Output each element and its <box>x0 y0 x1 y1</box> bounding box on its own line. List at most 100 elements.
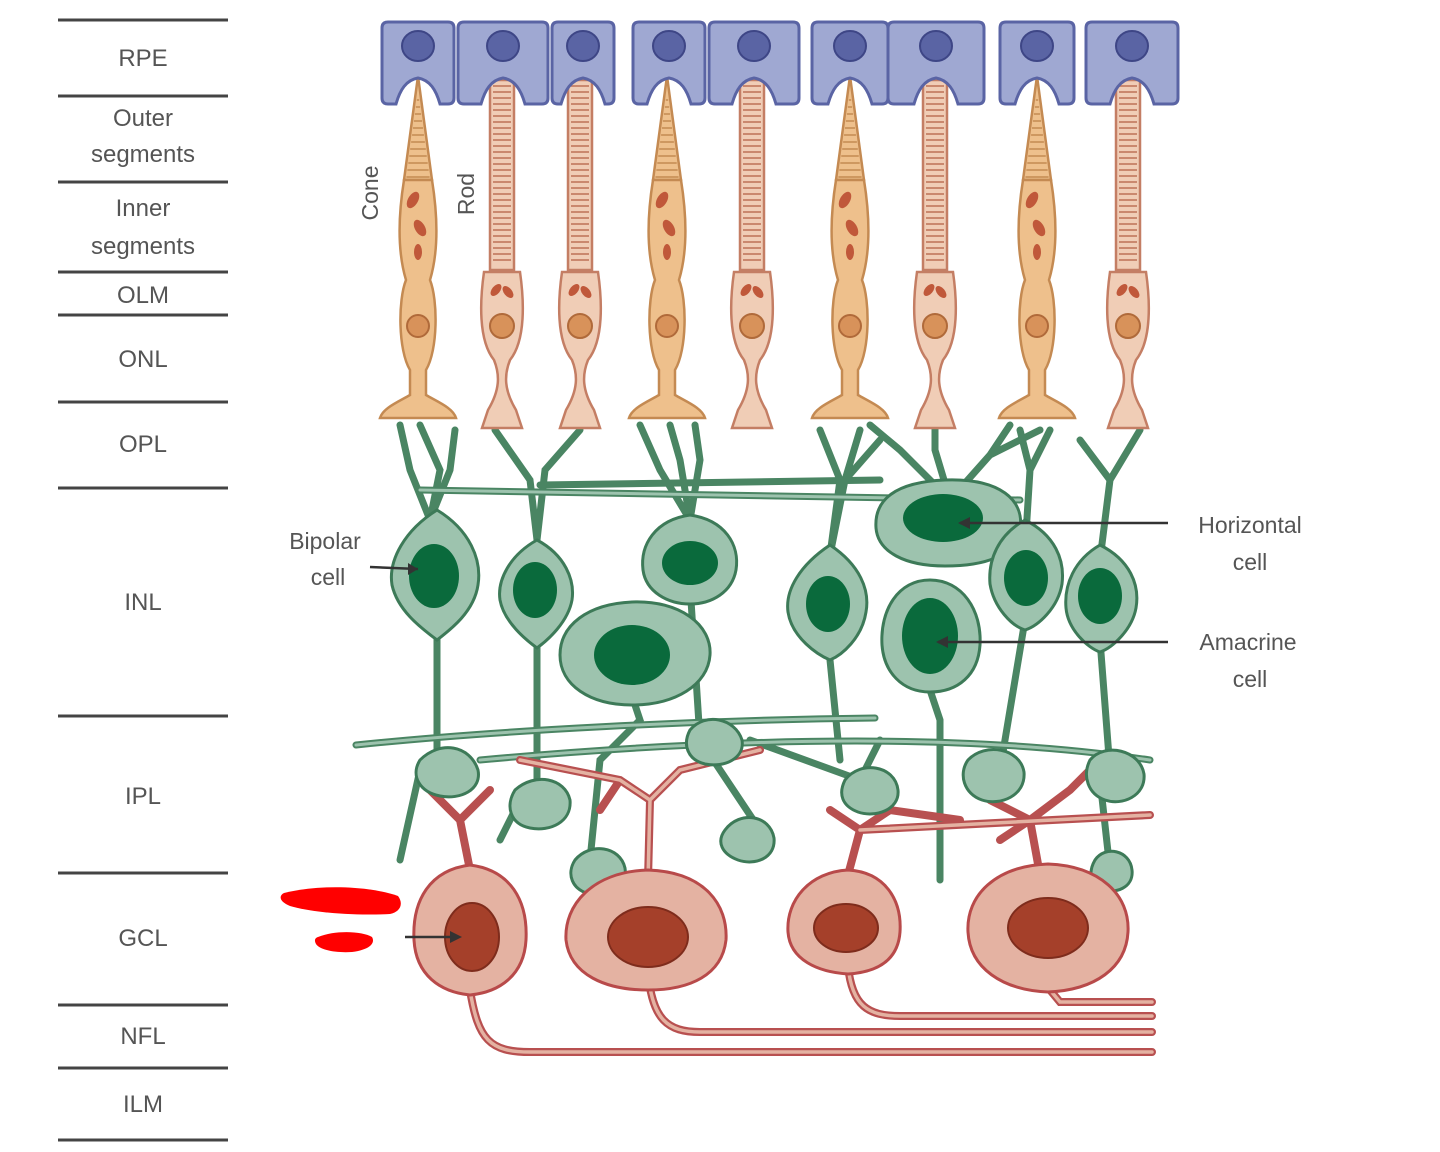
mitochondrion <box>845 219 859 237</box>
mitochondrion <box>740 284 752 296</box>
rpe-cells <box>380 20 1180 106</box>
rpe-cell <box>550 20 616 106</box>
rod-nucleus <box>1115 313 1141 339</box>
rod-nucleus <box>922 313 948 339</box>
bipolar-terminal <box>840 766 900 816</box>
rod-inner-segment <box>1105 270 1151 430</box>
cone-nucleus <box>655 314 679 338</box>
cone-label: Cone <box>357 166 383 221</box>
rod-outer-segment <box>738 78 766 272</box>
bipolar-terminal <box>414 746 480 799</box>
rpe-cell <box>998 20 1076 106</box>
horizontal-cell-label-line2: cell <box>1233 549 1268 575</box>
layer-label-rpe: RPE <box>118 45 167 72</box>
bipolar-terminal <box>961 748 1026 804</box>
ganglion-cells <box>412 862 1130 997</box>
cone-nucleus <box>406 314 430 338</box>
mitochondrion <box>413 219 427 237</box>
rpe-cell-body <box>707 20 801 106</box>
bipolar-cell-arrowhead <box>408 563 418 575</box>
ganglion-cell-nucleus <box>1007 897 1089 959</box>
mitochondrion <box>414 244 422 260</box>
red-redaction-mark <box>280 887 401 915</box>
rpe-nucleus <box>737 30 771 62</box>
rpe-cell-body <box>1084 20 1180 106</box>
rpe-nucleus <box>566 30 600 62</box>
layer-label-inner-segments-line1: Inner <box>116 195 171 222</box>
rod-label: Rod <box>453 173 479 215</box>
horizontal-cell-nucleus <box>903 494 983 542</box>
rod-outer-segment <box>921 78 949 272</box>
inl-cells <box>389 478 1139 707</box>
bipolar-terminal <box>719 816 776 864</box>
rpe-nucleus <box>919 30 953 62</box>
bipolar-cell-label-line1: Bipolar <box>289 528 361 554</box>
layer-label-outer-segments-line2: segments <box>91 141 195 168</box>
ganglion-cell-arrowhead <box>450 931 462 943</box>
cone-inner-segment <box>378 178 458 420</box>
bipolar-terminal <box>685 718 744 767</box>
cone-photoreceptor <box>378 75 458 420</box>
layer-label-inl: INL <box>124 589 161 616</box>
mitochondrion <box>580 286 592 298</box>
rod-nucleus <box>489 313 515 339</box>
mitochondrion <box>1116 284 1128 296</box>
rpe-cell-body <box>631 20 707 106</box>
mitochondrion <box>1032 219 1046 237</box>
mitochondrion <box>1033 244 1041 260</box>
amacrine-cell-label-line1: Amacrine <box>1199 629 1296 655</box>
rpe-nucleus <box>486 30 520 62</box>
amacrine-cell-label-line2: cell <box>1233 666 1268 692</box>
rod-inner-segment <box>912 270 958 430</box>
bipolar-cell-nucleus <box>1078 568 1122 624</box>
rpe-nucleus <box>1020 30 1054 62</box>
cone-inner-segment <box>627 178 707 420</box>
layer-label-onl: ONL <box>118 346 167 373</box>
rpe-cell <box>456 20 550 106</box>
bipolar-terminal <box>1085 748 1146 804</box>
mitochondrion <box>752 286 764 298</box>
cone-inner-segment <box>810 178 890 420</box>
horizontal-cell-arrowhead <box>958 517 970 529</box>
rpe-cell-body <box>456 20 550 106</box>
bipolar-cell-nucleus <box>409 544 459 608</box>
mitochondrion <box>838 191 852 209</box>
mitochondrion <box>568 284 580 296</box>
horizontal-cell-label-line1: Horizontal <box>1198 512 1302 538</box>
rpe-nucleus <box>1115 30 1149 62</box>
bipolar-cell-nucleus <box>513 562 557 618</box>
layer-label-opl: OPL <box>119 431 167 458</box>
rpe-nucleus <box>401 30 435 62</box>
layer-label-ipl: IPL <box>125 783 161 810</box>
layer-label-inner-segments-line2: segments <box>91 233 195 260</box>
layer-labels: RPE Outer segments Inner segments OLM ON… <box>91 45 195 1118</box>
rod-photoreceptor <box>479 78 525 430</box>
rpe-cell-body <box>886 20 986 106</box>
mitochondrion <box>490 284 502 296</box>
mitochondrion <box>1025 191 1039 209</box>
rod-outer-segment <box>1114 78 1142 272</box>
bipolar-cell-nucleus <box>806 576 850 632</box>
cone-inner-segment <box>997 178 1077 420</box>
cone-photoreceptor <box>627 75 707 420</box>
amacrine-cell-nucleus <box>594 625 670 685</box>
bipolar-cell-label-line2: cell <box>311 564 346 590</box>
rod-photoreceptor <box>912 78 958 430</box>
rod-photoreceptor <box>1105 78 1151 430</box>
layer-label-olm: OLM <box>117 282 169 309</box>
rod-nucleus <box>567 313 593 339</box>
rpe-cell <box>707 20 801 106</box>
rpe-nucleus <box>652 30 686 62</box>
mitochondrion <box>655 191 669 209</box>
layer-label-outer-segments-line1: Outer <box>113 105 173 132</box>
ganglion-cell-nucleus <box>813 903 879 953</box>
rod-photoreceptor <box>729 78 775 430</box>
cone-photoreceptor <box>997 75 1077 420</box>
layer-label-gcl: GCL <box>118 925 167 952</box>
mitochondrion <box>1128 286 1140 298</box>
ganglion-dendrites <box>426 746 1154 884</box>
inner-nuclear-processes <box>352 421 1154 884</box>
mitochondrion <box>923 284 935 296</box>
